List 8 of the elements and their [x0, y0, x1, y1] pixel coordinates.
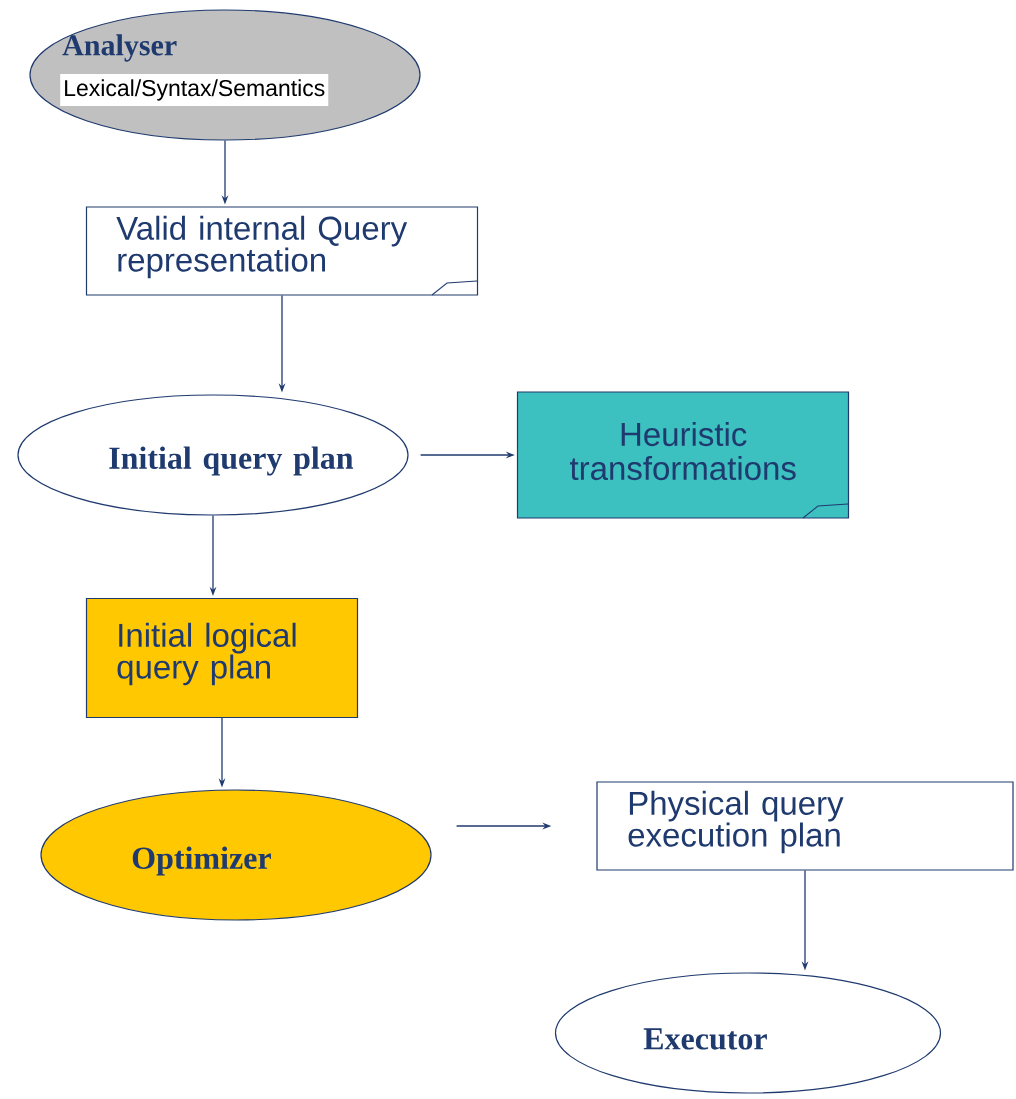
ellipse-node: Optimizer: [40, 789, 432, 921]
process-box: Initial logical query plan: [85, 597, 359, 719]
ellipse-node: Initial query plan: [17, 394, 409, 516]
document-box: Valid internal Query representation: [85, 206, 479, 296]
ellipse-node: Executor: [554, 972, 942, 1094]
document-box: Heuristic transformations: [516, 391, 850, 519]
ellipse-node: Analyser Lexical/Syntax/Semantics: [29, 9, 421, 141]
process-box: Physical query execution plan: [596, 781, 1014, 871]
